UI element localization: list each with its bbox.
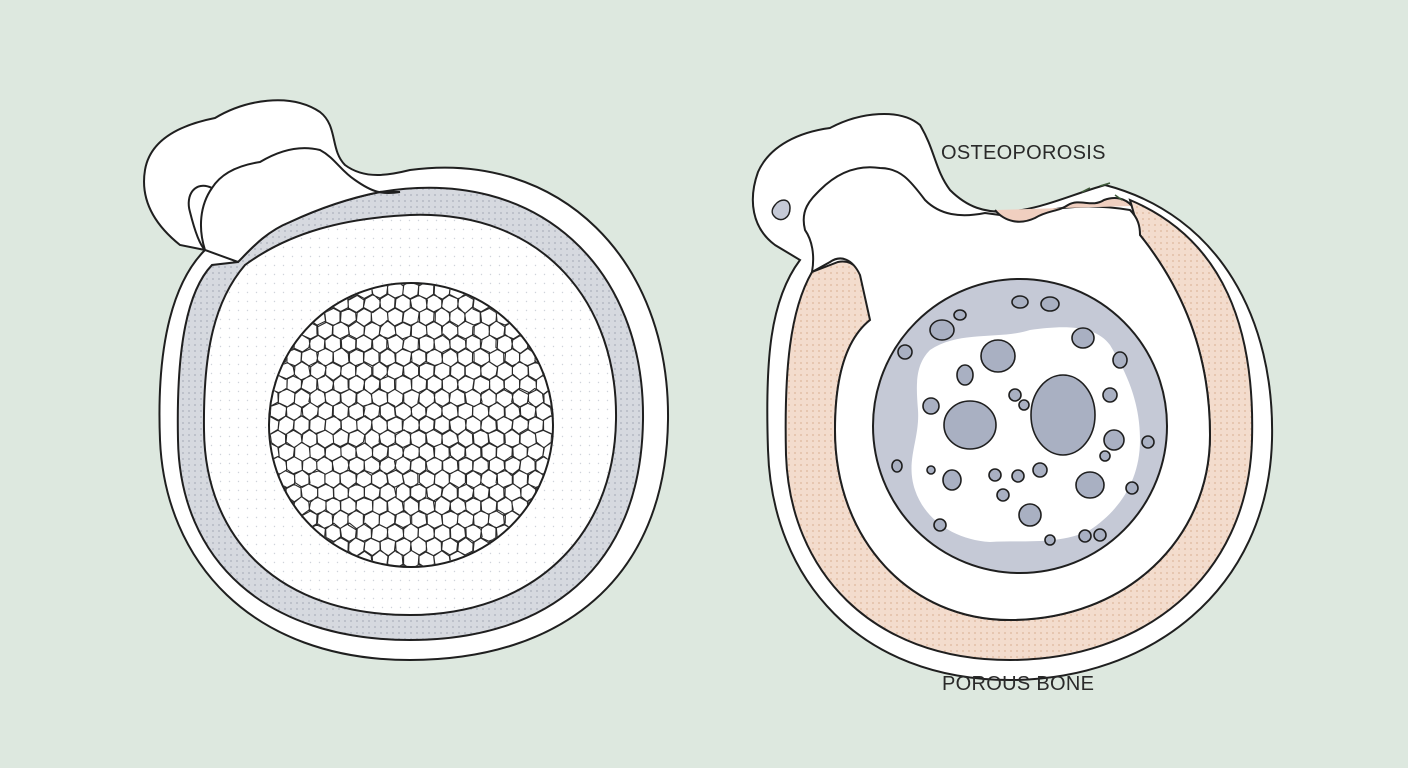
marrow-cavity [929, 319, 955, 341]
marrow-cavity [1044, 534, 1056, 546]
healthy-bone-head-fold [187, 184, 213, 251]
healthy-bone-marrow [268, 282, 554, 568]
marrow-cavity [1141, 435, 1155, 449]
marrow-cavity [1071, 327, 1095, 349]
marrow-cavity [1093, 528, 1107, 542]
marrow-cavity [1075, 471, 1105, 499]
marrow-cavity [1008, 388, 1022, 402]
marrow-cavity [1030, 374, 1096, 456]
marrow-cavity [1125, 481, 1139, 495]
marrow-cavity [1040, 296, 1060, 312]
marrow-cavity [1011, 295, 1029, 309]
healthy-bone-head [200, 147, 401, 264]
marrow-cavity [897, 344, 913, 360]
porous-bone-head-void [771, 199, 791, 221]
marrow-cavity [926, 465, 936, 475]
healthy-bone-cross-section-icon [143, 99, 670, 662]
marrow-cavity [933, 518, 947, 532]
marrow-cavity [1018, 399, 1030, 411]
marrow-cavity [1018, 503, 1042, 527]
marrow-cavity [943, 400, 997, 450]
porous-bone-cross-section-icon [751, 112, 1274, 682]
porous-bone-eroded-edge [994, 197, 1133, 223]
porous-bone-crack-marker [1081, 182, 1123, 201]
osteoporosis-label: OSTEOPOROSIS [941, 142, 1106, 164]
marrow-cavity [1011, 469, 1025, 483]
marrow-cavity [953, 309, 967, 321]
marrow-cavity [1102, 387, 1118, 403]
marrow-cavity [1099, 450, 1111, 462]
marrow-cavity [1032, 462, 1048, 478]
marrow-cavity [980, 339, 1016, 373]
marrow-cavity [922, 397, 940, 415]
porous-bone-label: POROUS BONE [942, 673, 1095, 695]
marrow-cavity [956, 364, 974, 386]
marrow-cavity [1103, 429, 1125, 451]
porous-bone-cavities [891, 295, 1155, 546]
marrow-cavity [1078, 529, 1092, 543]
marrow-cavity [1112, 351, 1128, 369]
marrow-cavity [988, 468, 1002, 482]
marrow-cavity [996, 488, 1010, 502]
marrow-cavity [942, 469, 962, 491]
marrow-cavity [891, 459, 903, 473]
